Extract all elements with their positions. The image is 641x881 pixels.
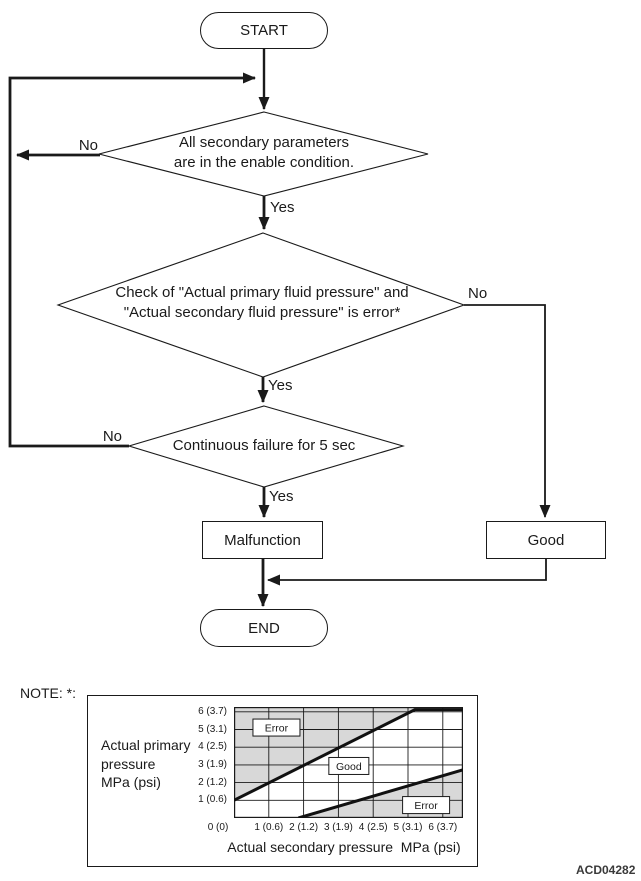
start-node: START: [200, 12, 328, 49]
x-tick-label: 4 (2.5): [358, 822, 388, 833]
y-axis-label-line2: pressure: [101, 755, 156, 772]
decision2-line2: "Actual secondary fluid pressure" is err…: [123, 304, 401, 321]
y-tick-label: 1 (0.6): [198, 794, 227, 806]
malfunction-node: Malfunction: [202, 521, 323, 559]
chart-y-axis-label: Actual primary pressure MPa (psi): [101, 736, 190, 792]
chart-region-label-box: [252, 718, 301, 737]
decision1-label: All secondary parameters are in the enab…: [114, 133, 414, 173]
chart-region-label: Error: [265, 722, 289, 734]
chart-region-label-box: [402, 796, 451, 815]
x-tick-label: 6 (3.7): [428, 822, 458, 833]
chart-region-label: Good: [336, 761, 362, 773]
start-label: START: [240, 22, 288, 39]
label-no-decision1: No: [78, 137, 98, 154]
decision1-shape: [98, 111, 429, 197]
chart-x-axis-label: Actual secondary pressure MPa (psi): [227, 839, 461, 855]
chart-region-label: Error: [414, 800, 438, 812]
decision3-line1: Continuous failure for 5 sec: [172, 437, 356, 454]
chart-region-label-box: [328, 756, 370, 775]
y-axis-label-line3: MPa (psi): [101, 774, 161, 790]
upper-error-boundary: [234, 708, 463, 802]
good-node: Good: [486, 521, 606, 559]
label-yes-decision1: Yes: [270, 199, 295, 216]
y-axis-label-line1: Actual primary: [101, 737, 191, 753]
x-tick-label: 5 (3.1): [393, 822, 423, 833]
origin-tick-label: 0 (0): [207, 822, 229, 833]
decision2-line1: Check of "Actual primary fluid pressure"…: [115, 284, 409, 301]
decision1-line2: are in the enable condition.: [173, 154, 355, 171]
connector-feedback-no-loop: [8, 72, 256, 448]
y-tick-label: 2 (1.2): [198, 776, 227, 788]
label-no-decision2: No: [468, 285, 488, 302]
y-tick-label: 6 (3.7): [198, 705, 227, 717]
y-tick-label: 5 (3.1): [198, 723, 227, 735]
malfunction-label: Malfunction: [224, 531, 301, 549]
lower-error-boundary: [297, 768, 463, 818]
decision3-label: Continuous failure for 5 sec: [114, 436, 414, 456]
note-label: NOTE: *:: [20, 685, 77, 701]
x-tick-label: 3 (1.9): [323, 822, 353, 833]
label-yes-decision2: Yes: [268, 377, 293, 394]
decision3-shape: [127, 405, 405, 488]
y-tick-label: 4 (2.5): [198, 741, 227, 753]
decision2-label: Check of "Actual primary fluid pressure"…: [62, 283, 462, 323]
connector-good-to-join: [267, 559, 547, 586]
plot-border: [234, 707, 463, 818]
x-tick-label: 1 (0.6): [254, 822, 284, 833]
decision2-shape: [56, 232, 466, 378]
label-no-decision3: No: [102, 428, 122, 445]
good-label: Good: [527, 531, 565, 549]
decision1-line1: All secondary parameters: [178, 134, 350, 151]
x-tick-label: 2 (1.2): [289, 822, 319, 833]
y-tick-label: 3 (1.9): [198, 758, 227, 770]
figure-code: ACD04282: [576, 863, 636, 877]
connector-decision2-no-to-good: [464, 304, 551, 518]
end-node: END: [200, 609, 328, 647]
label-yes-decision3: Yes: [269, 488, 294, 505]
end-label: END: [248, 619, 280, 637]
